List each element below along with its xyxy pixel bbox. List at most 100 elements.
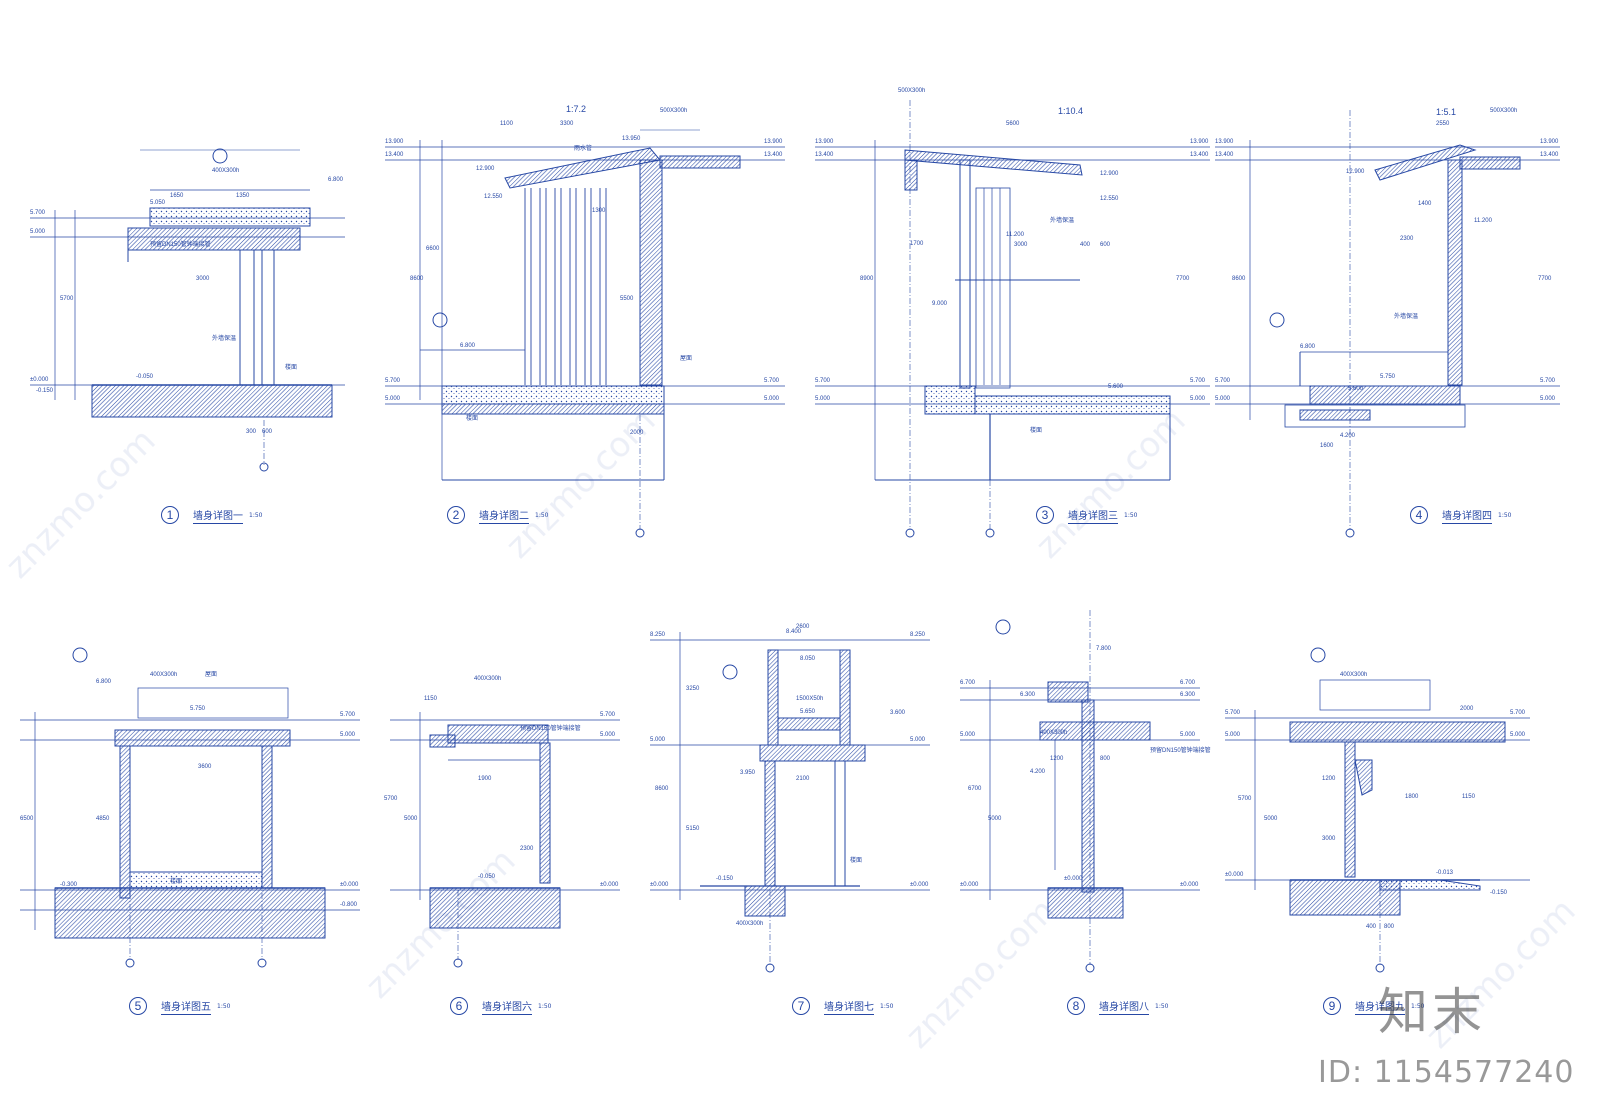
- level-label: 13.400: [764, 152, 783, 158]
- detail-caption: 9 墙身详图九 1:50: [1323, 997, 1424, 1015]
- level-label: 5.700: [1190, 378, 1206, 384]
- level-label: 5.700: [1540, 378, 1556, 384]
- note-label: 楼面: [850, 856, 862, 864]
- level-label: 12.900: [1100, 171, 1119, 177]
- detail-8-labels: 7.800 6.700 6.700 6.300 6.300 5.000 5.00…: [960, 646, 1211, 888]
- level-label: -0.050: [136, 374, 154, 380]
- level-label: 5.750: [1380, 374, 1396, 380]
- dimension-label: 3000: [1322, 836, 1336, 842]
- level-label: 5.700: [1215, 378, 1231, 384]
- svg-text:znzmo.com: znzmo.com: [898, 891, 1063, 1056]
- dimension-label: 2550: [1436, 121, 1450, 127]
- dimension-label: 1400: [1418, 201, 1432, 207]
- level-label: 13.900: [1215, 139, 1234, 145]
- note-label: 屋面: [680, 355, 692, 362]
- detail-number: 3: [1036, 506, 1054, 524]
- dimension-label: 500X300h: [1490, 108, 1517, 114]
- detail-4-drawing: [1215, 110, 1560, 538]
- level-label: 13.400: [1540, 152, 1559, 158]
- note-label: 预留DN150管钟端接管: [150, 240, 211, 248]
- dimension-label: 1500X50h: [796, 696, 823, 702]
- level-label: 8.250: [650, 632, 666, 638]
- dimension-label: 400X300h: [1040, 730, 1067, 736]
- note-label: 雨水管: [574, 144, 592, 152]
- detail-scale: 1:50: [1498, 511, 1512, 519]
- level-label: ±0.000: [1180, 882, 1199, 888]
- dimension-label: 8600: [1232, 276, 1246, 282]
- note-label: 楼面: [1030, 426, 1042, 434]
- detail-5-drawing: [20, 647, 360, 968]
- level-label: 5.000: [1540, 396, 1556, 402]
- level-label: 13.400: [385, 152, 404, 158]
- dimension-label: 800: [1384, 924, 1395, 930]
- level-label: 5.600: [1348, 386, 1364, 392]
- level-label: 6.800: [1300, 344, 1316, 350]
- level-label: 5.000: [30, 229, 46, 235]
- detail-4-labels: 13.900 13.400 5.700 5.000 13.900 13.400 …: [1215, 107, 1559, 449]
- level-label: 6.800: [460, 343, 476, 349]
- dimension-label: 3000: [1014, 242, 1028, 248]
- level-label: 4.200: [1340, 433, 1356, 439]
- level-label: 5.000: [1510, 732, 1526, 738]
- dimension-label: 6600: [426, 246, 440, 252]
- detail-number: 8: [1067, 997, 1085, 1015]
- dimension-label: 2300: [520, 846, 534, 852]
- level-label: ±0.000: [910, 882, 929, 888]
- level-label: 3.950: [740, 770, 756, 776]
- detail-2-labels: 13.900 13.400 5.700 5.000 13.900 13.400 …: [385, 104, 783, 436]
- level-label: ±0.000: [960, 882, 979, 888]
- svg-text:znzmo.com: znzmo.com: [0, 421, 164, 586]
- level-label: -0.050: [478, 874, 496, 880]
- dimension-label: 6700: [968, 786, 982, 792]
- dimension-label: 1600: [1320, 443, 1334, 449]
- level-label: 6.700: [1180, 680, 1196, 686]
- note-label: 屋面: [205, 671, 217, 678]
- level-label: 8.050: [800, 656, 816, 662]
- dimension-label: 5700: [1238, 796, 1252, 802]
- level-label: 6.700: [960, 680, 976, 686]
- slope-label: 1:5.1: [1436, 107, 1456, 117]
- note-label: 楼面: [170, 877, 182, 885]
- level-label: 12.900: [1346, 169, 1365, 175]
- level-label: 3.600: [890, 710, 906, 716]
- level-label: 13.950: [622, 136, 641, 142]
- level-label: 6.300: [1020, 692, 1036, 698]
- detail-number: 9: [1323, 997, 1341, 1015]
- dimension-label: 3600: [198, 764, 212, 770]
- detail-scale: 1:50: [217, 1002, 231, 1010]
- dimension-label: 5700: [384, 796, 398, 802]
- dimension-label: 600: [262, 429, 273, 435]
- detail-title: 墙身详图八: [1099, 998, 1149, 1015]
- detail-6-labels: 5.700 5.000 ±0.000 -0.050 400X300h 1150 …: [384, 676, 619, 888]
- level-label: 5.700: [600, 712, 616, 718]
- dimension-label: 1800: [1405, 794, 1419, 800]
- level-label: 4.200: [1030, 769, 1046, 775]
- detail-number: 4: [1410, 506, 1428, 524]
- dimension-label: 1350: [236, 193, 250, 199]
- detail-caption: 7 墙身详图七 1:50: [792, 997, 893, 1015]
- level-label: 13.900: [1190, 139, 1209, 145]
- image-id-watermark: ID: 1154577240: [1318, 1055, 1575, 1090]
- dimension-label: 2000: [630, 430, 644, 436]
- detail-caption: 4 墙身详图四 1:50: [1410, 506, 1511, 524]
- level-label: -0.013: [1436, 870, 1454, 876]
- level-label: 5.650: [800, 709, 816, 715]
- detail-caption: 3 墙身详图三 1:50: [1036, 506, 1137, 524]
- level-label: ±0.000: [30, 377, 49, 383]
- level-label: 11.200: [1006, 232, 1025, 238]
- detail-caption: 6 墙身详图六 1:50: [450, 997, 551, 1015]
- detail-number: 6: [450, 997, 468, 1015]
- dimension-label: 1700: [910, 241, 924, 247]
- detail-3-drawing: [815, 100, 1210, 538]
- dimension-label: 1650: [170, 193, 184, 199]
- dimension-label: 600: [1100, 242, 1111, 248]
- dimension-label: 300: [246, 429, 257, 435]
- detail-number: 2: [447, 506, 465, 524]
- dimension-label: 800: [1100, 756, 1111, 762]
- dimension-label: 1100: [500, 121, 514, 127]
- detail-scale: 1:50: [1411, 1002, 1425, 1010]
- level-label: 8.250: [910, 632, 926, 638]
- detail-scale: 1:50: [880, 1002, 894, 1010]
- dimension-label: 3250: [686, 686, 700, 692]
- dimension-label: 3000: [196, 276, 210, 282]
